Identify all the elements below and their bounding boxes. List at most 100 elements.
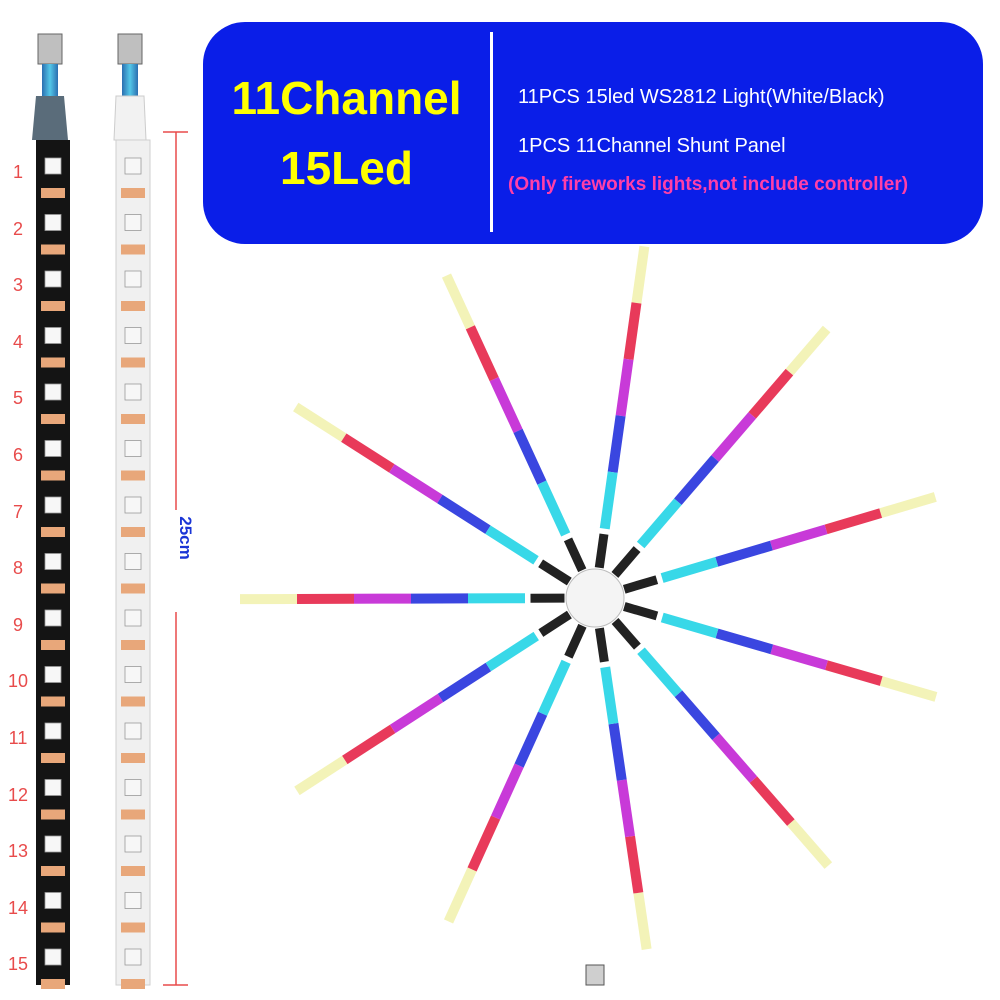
firework-arm (594, 627, 652, 950)
solder-pad (121, 301, 145, 311)
arm-segment (491, 763, 524, 820)
arm-segment (537, 480, 571, 537)
solder-pad (121, 753, 145, 763)
led-index: 7 (12, 502, 23, 522)
led-chip (44, 157, 62, 175)
led-chip (44, 327, 62, 344)
led-chip (124, 270, 142, 288)
arm-connector (594, 533, 609, 569)
arm-connector (594, 627, 609, 663)
led-index: 12 (7, 785, 29, 805)
arm-segment (879, 676, 938, 702)
arm-segment (437, 494, 491, 534)
led-index: 15 (7, 954, 29, 974)
led-chip (124, 609, 142, 627)
arm-segment (342, 724, 396, 765)
solder-pad (41, 696, 65, 707)
arm-segment (769, 524, 828, 551)
led-chip (124, 892, 142, 909)
solder-pad (41, 753, 65, 763)
controller-connector (585, 964, 605, 986)
solder-pad (41, 244, 65, 255)
cable-black (42, 64, 58, 100)
black-led-strip (32, 33, 70, 989)
solder-pad (121, 188, 145, 198)
led-chip (124, 496, 142, 514)
solder-pad (41, 414, 65, 424)
arm-connector (564, 623, 587, 659)
shunt-panel (565, 568, 625, 628)
arm-segment (623, 302, 642, 361)
led-index: 6 (12, 445, 23, 465)
firework-arm (294, 610, 572, 796)
led-chip (44, 666, 62, 683)
solder-pad (121, 922, 145, 933)
arm-segment (437, 662, 492, 703)
led-chip (44, 440, 62, 457)
arm-segment (599, 471, 618, 530)
led-chip (124, 383, 142, 401)
connector-black (37, 33, 63, 65)
arm-segment (824, 508, 883, 535)
solder-pad (41, 527, 65, 537)
led-chip (44, 892, 62, 909)
solder-pad (41, 357, 65, 368)
solder-pad (121, 583, 145, 594)
led-index: 13 (7, 841, 29, 861)
controller-note: (Only fireworks lights,not include contr… (508, 174, 909, 195)
solder-pad (41, 470, 65, 481)
white-led-strip (113, 33, 151, 989)
cable-white (122, 64, 138, 100)
solder-pad (121, 696, 145, 707)
solder-pad (121, 470, 145, 481)
arm-connector (538, 610, 572, 637)
arm-connector (611, 618, 641, 650)
arm-segment (608, 722, 627, 781)
led-chip (124, 214, 142, 231)
led-chip (124, 157, 142, 175)
arm-segment (293, 402, 347, 442)
connector-white (117, 33, 143, 65)
led-index: 10 (7, 671, 29, 691)
arm-segment (485, 525, 539, 565)
info-banner: 11Channel 15Led 11PCS 15led WS2812 Light… (203, 22, 983, 244)
led-chip (124, 327, 142, 344)
arm-segment (660, 557, 719, 583)
led-chip (124, 722, 142, 740)
led-index: 5 (12, 388, 23, 408)
arm-segment (625, 835, 644, 894)
led-chip (124, 948, 142, 966)
arm-segment (485, 631, 539, 672)
heat-shrink-black (32, 96, 68, 140)
arm-segment (467, 815, 501, 872)
arm-segment (674, 455, 719, 506)
arm-segment (631, 245, 650, 304)
arm-segment (514, 711, 548, 768)
firework-arm (293, 402, 572, 586)
solder-pad (121, 640, 145, 650)
solder-pad (121, 809, 145, 820)
solder-pad (41, 866, 65, 876)
arm-segment (600, 666, 619, 725)
arm-segment (441, 273, 475, 330)
arm-connector (563, 537, 587, 573)
solder-pad (41, 188, 65, 198)
led-chip (44, 779, 62, 796)
led-chip (44, 948, 62, 966)
firework-arm (611, 325, 831, 578)
led-chip (44, 496, 62, 514)
arm-segment (637, 647, 683, 698)
arm-segment (489, 377, 523, 433)
led-chip (44, 270, 62, 288)
arm-segment (787, 819, 833, 869)
spec-lights: 11PCS 15led WS2812 Light(White/Black) (518, 86, 885, 108)
led-chip (44, 383, 62, 401)
led-index: 11 (8, 728, 28, 748)
spec-panel: 1PCS 11Channel Shunt Panel (518, 135, 786, 157)
led-chip (124, 779, 142, 796)
solder-pad (121, 357, 145, 368)
length-label: 25cm (176, 516, 195, 560)
solder-pad (121, 527, 145, 537)
arm-segment (748, 368, 794, 419)
